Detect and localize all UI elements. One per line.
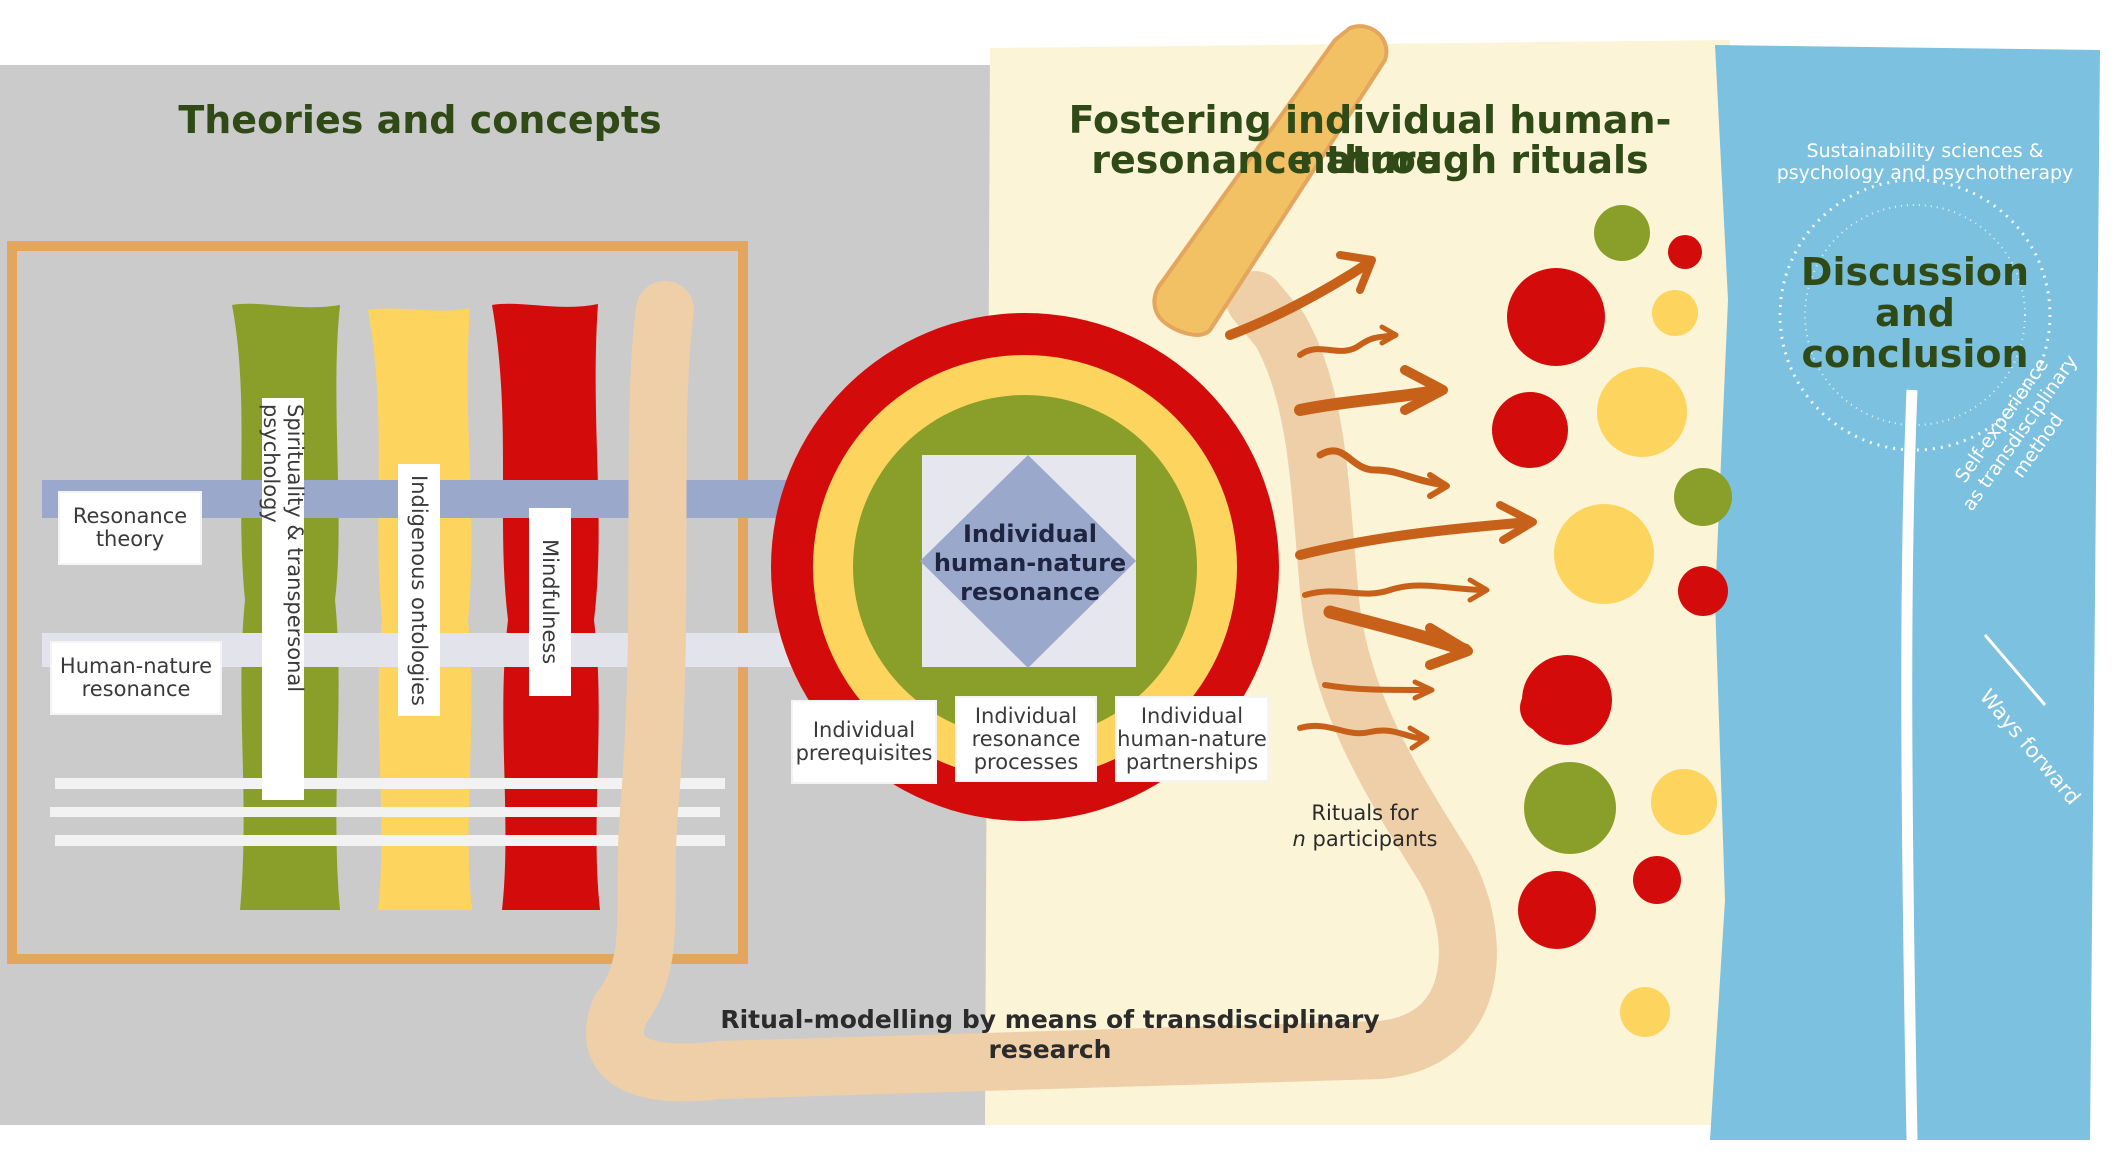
resonance-theory-label: Resonance theory — [60, 493, 200, 563]
participant-icon — [1520, 684, 1568, 732]
discussion-title-line1: Discussion — [1800, 250, 2030, 294]
participant-icon — [1594, 205, 1650, 261]
spirituality-label: Spirituality & transpersonal psychology — [259, 398, 307, 800]
dandelion-head-inner — [1804, 204, 2026, 426]
fostering-title-line1: Fostering individual human-nature — [1068, 98, 1672, 182]
arrow-8-head — [1412, 679, 1435, 701]
participant-icon — [1633, 856, 1681, 904]
arrow-2 — [1297, 332, 1398, 358]
processes-label: Individual resonance processes — [957, 698, 1095, 780]
participant-icons — [1492, 205, 1732, 1037]
arrow-6 — [1302, 582, 1488, 598]
center-diamond — [920, 455, 1136, 668]
center-line1: Individual — [963, 520, 1097, 548]
sustainability-arc-label: Sustainability sciences & psychology and… — [1776, 140, 2074, 184]
participant-icon — [1668, 235, 1702, 269]
participant-icon — [1554, 504, 1654, 604]
arrow-5-head — [1496, 501, 1537, 544]
indigenous-label: Indigenous ontologies — [398, 464, 440, 716]
ritual-modelling-path — [586, 271, 1497, 1102]
arrow-9-head — [1407, 725, 1430, 751]
dandelion-head — [1778, 178, 2052, 452]
dandelion-graphic — [1778, 178, 2052, 1141]
resonance-arrowhead — [1040, 480, 1070, 518]
discussion-title-line3: conclusion — [1801, 332, 2029, 376]
human-nature-resonance-label: Human-nature resonance — [52, 643, 220, 713]
theories-title: Theories and concepts — [178, 98, 662, 142]
orange-arrows — [1225, 251, 1537, 751]
participant-icon — [1524, 762, 1616, 854]
arrow-3 — [1294, 384, 1446, 416]
center-label: Individual human-nature resonance — [925, 520, 1135, 607]
resonance-theory-line1: Resonance — [72, 504, 188, 528]
arrow-4 — [1316, 447, 1449, 489]
processes-line3: processes — [973, 749, 1079, 774]
arrow-8 — [1322, 682, 1433, 693]
ritual-stick — [1152, 24, 1389, 337]
participant-icon — [1518, 871, 1596, 949]
resonance-theory-line2: theory — [95, 527, 165, 551]
rituals-line2: n participants — [1280, 826, 1450, 852]
arrow-5 — [1295, 517, 1535, 560]
participant-icon — [1597, 367, 1687, 457]
participant-icon — [1507, 268, 1605, 366]
theories-frame — [7, 241, 748, 964]
prerequisites-line1: Individual — [812, 718, 916, 742]
partnerships-line3: partnerships — [1125, 749, 1259, 774]
partnerships-line1: Individual — [1140, 703, 1244, 728]
center-line3: resonance — [960, 578, 1100, 606]
rituals-n: n — [1292, 827, 1306, 851]
participant-icon — [1674, 468, 1732, 526]
divider-line-3 — [55, 835, 725, 846]
arrow-2-head — [1379, 324, 1399, 346]
human-nature-line1: Human-nature — [59, 654, 213, 678]
participant-icon — [1678, 566, 1728, 616]
fostering-title-line2: resonance through rituals — [1091, 138, 1649, 182]
arrow-1-head — [1336, 251, 1376, 294]
divider-line-2 — [50, 807, 720, 817]
mindfulness-label: Mindfulness — [529, 508, 571, 696]
ritual-modelling-label: Ritual-modelling by means of transdiscip… — [720, 1005, 1380, 1064]
rituals-line2-rest: participants — [1305, 827, 1438, 851]
arrow-3-head — [1400, 365, 1448, 415]
partnerships-label: Individual human-nature partnerships — [1117, 698, 1267, 780]
participant-icon — [1620, 987, 1670, 1037]
prerequisites-label: Individual prerequisites — [793, 702, 935, 782]
human-nature-line2: resonance — [81, 677, 191, 701]
participant-icon — [1652, 290, 1698, 336]
arrow-7-head — [1425, 623, 1473, 670]
arrow-4-head — [1427, 472, 1450, 499]
processes-line2: resonance — [971, 726, 1081, 751]
arrow-6-head — [1467, 577, 1490, 603]
flying-seed — [1983, 634, 2047, 706]
dandelion-stem — [1901, 389, 1918, 1141]
processes-line1: Individual — [974, 703, 1078, 728]
participant-icon — [1651, 769, 1717, 835]
center-line2: human-nature — [933, 549, 1127, 577]
discussion-title-line2: and — [1875, 291, 1955, 335]
participant-icon — [1492, 392, 1568, 468]
arrow-9 — [1297, 722, 1428, 742]
divider-line-1 — [55, 778, 725, 789]
partnerships-line2: human-nature — [1117, 726, 1267, 751]
rituals-label: Rituals for n participants — [1280, 800, 1450, 852]
prerequisites-line2: prerequisites — [795, 741, 933, 765]
arrow-1 — [1225, 257, 1375, 340]
rituals-line1: Rituals for — [1311, 801, 1419, 825]
